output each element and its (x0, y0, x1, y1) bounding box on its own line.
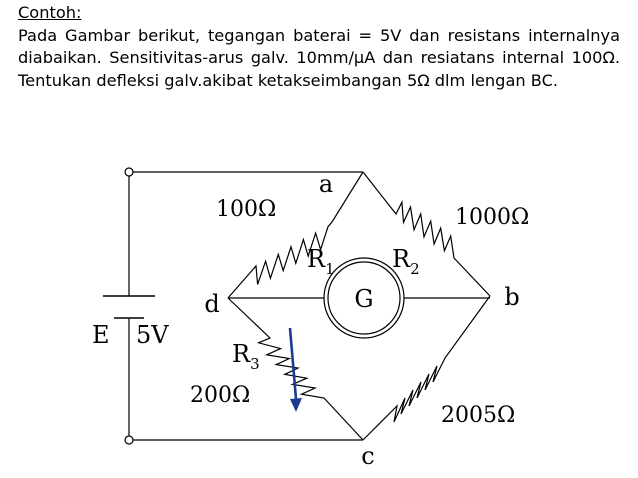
node-a-label: a (319, 170, 333, 198)
problem-heading: Contoh: (18, 3, 82, 22)
node-c-label: c (361, 442, 374, 470)
node-d-label: d (204, 290, 219, 318)
r2-value-label: 1000Ω (455, 205, 529, 230)
galvanometer-inner-circle (327, 261, 401, 335)
terminal-top (124, 167, 134, 177)
battery-voltage-label: 5V (136, 321, 169, 349)
r1-name-label: R1 (307, 245, 335, 278)
problem-body: Pada Gambar berikut, tegangan baterai = … (18, 25, 620, 90)
battery-symbol-label: E (92, 321, 110, 349)
variable-resistor-arrow (288, 327, 302, 412)
resistor-r2 (362, 171, 491, 297)
r2-name-label: R2 (392, 245, 420, 278)
resistor-r3 (227, 297, 364, 441)
battery-symbol (103, 295, 155, 319)
r4-value-label: 2005Ω (441, 403, 515, 428)
terminal-bottom (124, 435, 134, 445)
galvanometer-circle (323, 257, 405, 339)
r3-value-label: 200Ω (190, 383, 250, 408)
r3-name-label: R3 (232, 340, 260, 373)
problem-text: Contoh: Pada Gambar berikut, tegangan ba… (18, 2, 620, 92)
resistor-r1 (227, 171, 364, 299)
node-b-label: b (504, 283, 519, 311)
r1-value-label: 100Ω (216, 197, 276, 222)
galvanometer-label: G (354, 285, 373, 313)
supply-wiring (128, 171, 363, 441)
resistor-r4 (362, 295, 491, 441)
